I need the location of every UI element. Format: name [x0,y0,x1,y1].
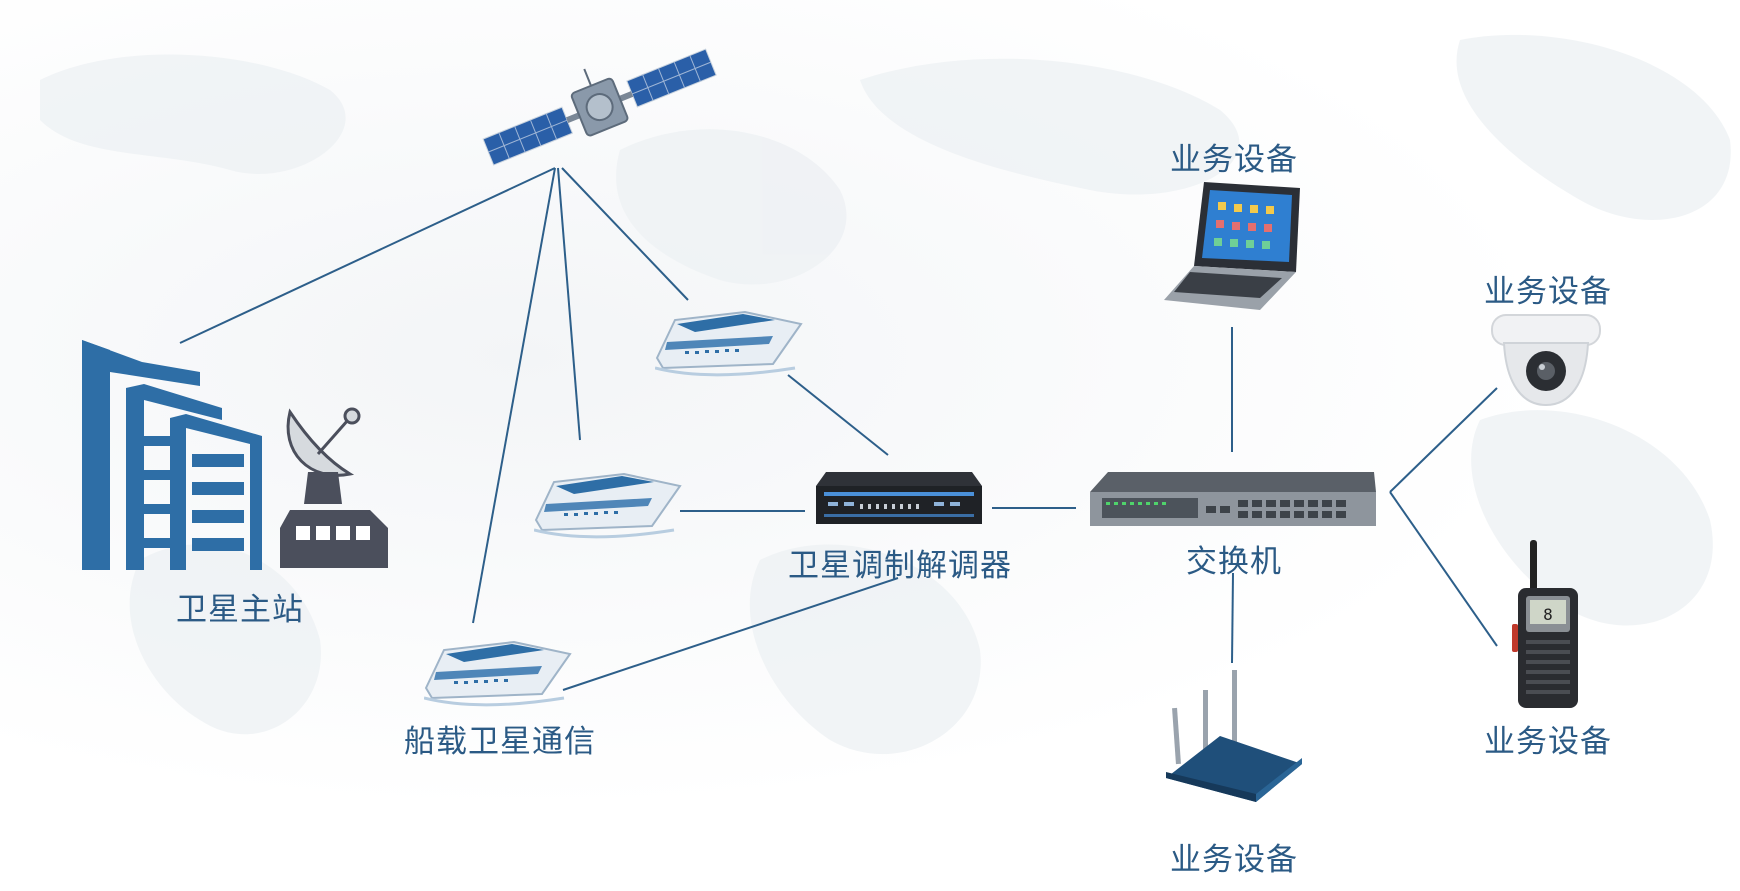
shipborne-label: 船载卫星通信 [404,724,596,760]
radio-display-text: 8 [1543,605,1553,624]
radio-device-label: 业务设备 [1484,724,1612,760]
modem-label: 卫星调制解调器 [788,548,1012,584]
link-ship-top-modem [787,374,889,456]
link-satellite-station [179,167,556,344]
ship-icon [424,640,572,707]
ship-icon [534,472,682,539]
switch-label: 交换机 [1186,544,1282,580]
camera-device-label: 业务设备 [1484,274,1612,310]
link-switch-router [1231,572,1234,664]
satellite-icon [482,48,717,166]
ground-station-label: 卫星主站 [176,592,304,628]
camera-icon [1491,314,1601,407]
router-device-label: 业务设备 [1170,842,1298,878]
router-icon [1166,670,1302,802]
link-switch-camera [1389,387,1498,493]
laptop-device-label: 业务设备 [1170,142,1298,178]
ship-icon [655,310,803,377]
switch-icon [1090,472,1376,526]
radio-icon: 8 [1512,540,1578,708]
link-satellite-ship-top [561,167,689,301]
link-satellite-ship-middle [557,167,581,441]
link-ship-bottom-modem [562,577,899,691]
link-switch-radio [1389,491,1498,647]
dish-antenna-icon [280,407,388,568]
laptop-icon [1164,182,1300,310]
modem-icon [816,472,982,524]
building-icon [82,340,262,570]
link-satellite-ship-bottom [472,167,556,624]
